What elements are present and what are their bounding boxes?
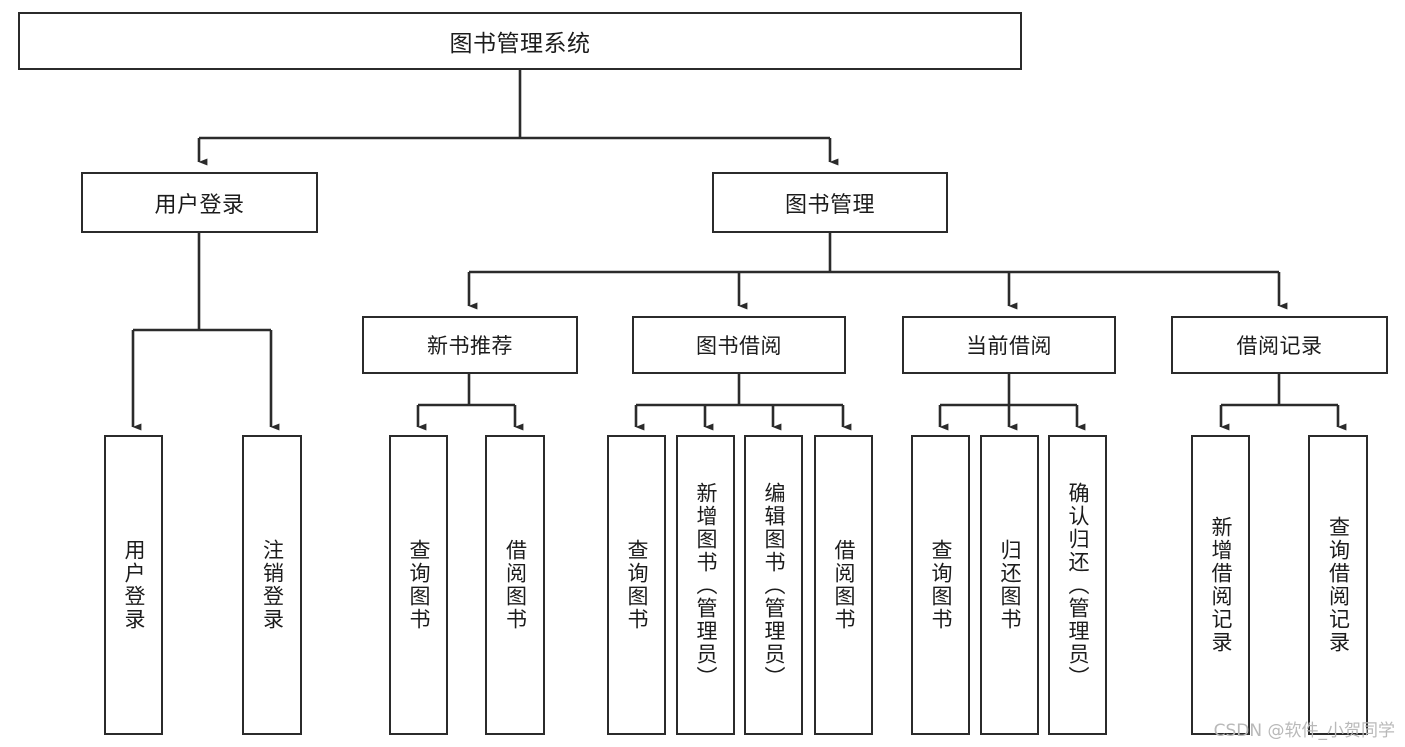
node-label: 新增图书（管理员） (693, 481, 718, 689)
node-book-management[interactable]: 图书管理 (712, 172, 948, 233)
node-book-borrow[interactable]: 图书借阅 (632, 316, 846, 374)
node-user-login[interactable]: 用户登录 (81, 172, 318, 233)
node-leaf-add-book-admin[interactable]: 新增图书（管理员） (676, 435, 735, 735)
node-leaf-borrow-book-recommend[interactable]: 借阅图书 (485, 435, 545, 735)
node-label: 借阅图书 (503, 539, 528, 631)
node-label: 确认归还（管理员） (1065, 481, 1090, 689)
node-leaf-query-book-current[interactable]: 查询图书 (911, 435, 970, 735)
node-leaf-logout-login[interactable]: 注销登录 (242, 435, 302, 735)
node-leaf-edit-book-admin[interactable]: 编辑图书（管理员） (744, 435, 803, 735)
node-leaf-borrow-book[interactable]: 借阅图书 (814, 435, 873, 735)
node-leaf-query-book-recommend[interactable]: 查询图书 (389, 435, 448, 735)
node-leaf-confirm-return-admin[interactable]: 确认归还（管理员） (1048, 435, 1107, 735)
node-label: 借阅记录 (1236, 334, 1323, 358)
node-label: 新增借阅记录 (1208, 516, 1233, 654)
node-leaf-add-borrow-record[interactable]: 新增借阅记录 (1191, 435, 1250, 735)
node-leaf-return-book[interactable]: 归还图书 (980, 435, 1039, 735)
node-current-borrow[interactable]: 当前借阅 (902, 316, 1116, 374)
node-label: 图书管理系统 (449, 31, 591, 57)
node-label: 新书推荐 (427, 334, 513, 358)
node-label: 图书借阅 (696, 334, 782, 358)
node-label: 借阅图书 (831, 539, 856, 631)
node-label: 用户登录 (121, 539, 146, 631)
node-label: 用户登录 (154, 192, 245, 218)
node-root-book-management-system[interactable]: 图书管理系统 (18, 12, 1022, 70)
node-label: 查询图书 (406, 539, 431, 631)
node-leaf-user-login[interactable]: 用户登录 (104, 435, 163, 735)
node-leaf-query-book-borrow[interactable]: 查询图书 (607, 435, 666, 735)
node-label: 注销登录 (260, 539, 285, 631)
node-new-book-recommend[interactable]: 新书推荐 (362, 316, 578, 374)
node-label: 归还图书 (997, 539, 1022, 631)
node-label: 查询图书 (624, 539, 649, 631)
node-label: 查询借阅记录 (1326, 516, 1351, 654)
node-label: 图书管理 (784, 192, 875, 218)
node-leaf-query-borrow-record[interactable]: 查询借阅记录 (1308, 435, 1368, 735)
watermark-text: CSDN @软件_小贺同学 (1213, 721, 1395, 741)
node-label: 当前借阅 (966, 334, 1052, 358)
node-label: 编辑图书（管理员） (761, 481, 786, 689)
node-borrow-record[interactable]: 借阅记录 (1171, 316, 1388, 374)
node-label: 查询图书 (928, 539, 953, 631)
